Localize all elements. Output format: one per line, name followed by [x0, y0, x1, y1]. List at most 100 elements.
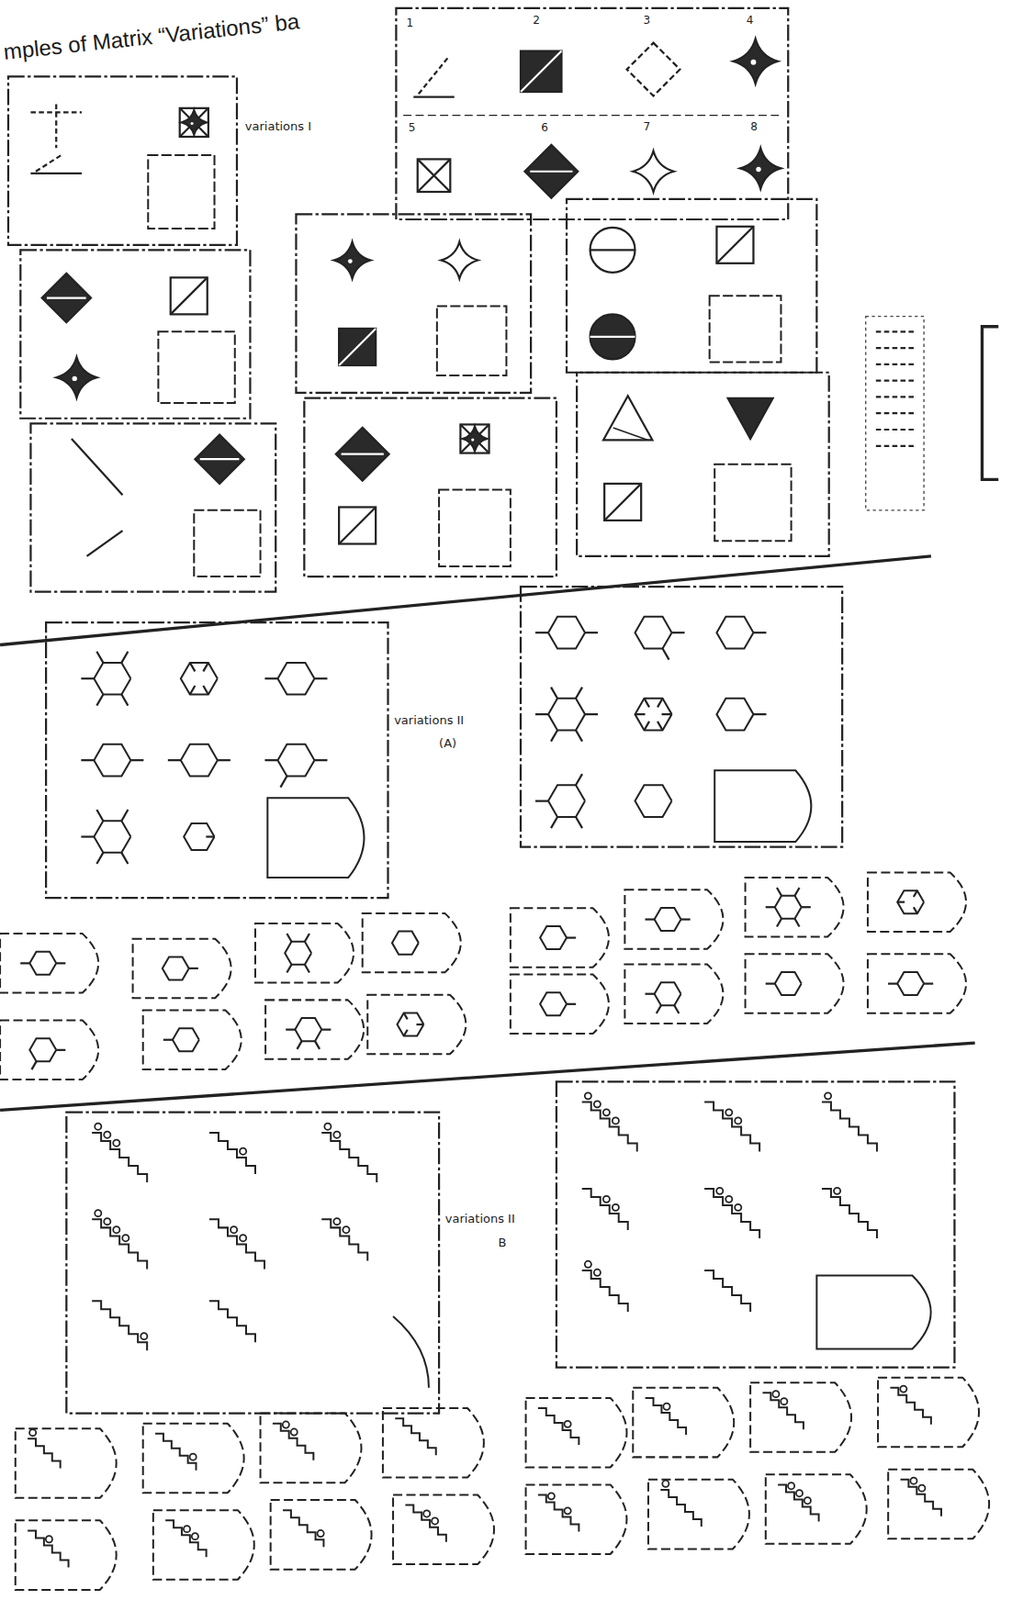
chain-ring [29, 1429, 36, 1437]
stroke-line [304, 933, 310, 943]
star-shape [740, 147, 781, 189]
stroke-line [657, 721, 664, 731]
chain-figure [272, 1424, 314, 1462]
stroke-line [644, 698, 651, 709]
star-shape [632, 151, 674, 192]
chain-figure [209, 1301, 256, 1343]
hexagon-shape [93, 820, 131, 854]
answer-box [714, 464, 791, 541]
puzzle-panel [576, 372, 830, 557]
stroke-line [645, 918, 655, 921]
stroke-line [801, 906, 811, 909]
chain-ring [833, 1188, 841, 1195]
stroke-line [888, 982, 898, 985]
puzzle-panel [556, 1081, 956, 1368]
shape-speck [755, 167, 761, 172]
chain-ring [725, 1109, 732, 1116]
stroke-line [71, 438, 124, 495]
puzzle-panel [30, 423, 276, 592]
stroke-line [566, 936, 576, 939]
stroke-line [535, 713, 549, 716]
puzzle-panel [45, 622, 388, 899]
stroke-line [404, 1030, 408, 1037]
stroke-line [575, 817, 583, 829]
chain-ring [333, 1132, 340, 1139]
hexagon-shape [716, 617, 754, 650]
chain-ring [918, 1485, 925, 1493]
set-marker: B [498, 1236, 507, 1250]
stroke-line [413, 95, 454, 98]
stroke-line [765, 982, 776, 985]
puzzle-panel [8, 76, 237, 245]
chain-figure [704, 1102, 760, 1153]
chain-ring [716, 1188, 723, 1195]
chain-ring [140, 1333, 147, 1340]
chain-figure [538, 1408, 579, 1446]
hexagon-shape [775, 972, 802, 996]
chain-figure [27, 1530, 68, 1568]
chain-ring [772, 1391, 779, 1398]
answer-box [438, 490, 511, 567]
option-frame [382, 1408, 484, 1479]
square-shape [338, 506, 376, 544]
triangle-shape [728, 398, 774, 439]
stroke-line [96, 695, 103, 707]
stroke-line [121, 853, 128, 865]
chain-ring [584, 1261, 592, 1269]
hexagon-shape [93, 744, 131, 777]
stroke-line [202, 685, 209, 696]
answer-box [437, 305, 507, 376]
stroke-line [876, 395, 914, 398]
chain-ring [824, 1092, 832, 1100]
square-shape [460, 424, 489, 453]
diamond-shape [336, 427, 390, 482]
stroke-line [876, 380, 914, 383]
hexagon-shape [897, 890, 924, 914]
stroke-line [635, 713, 646, 716]
chain-figure [155, 1434, 196, 1472]
square-diagonal [460, 424, 489, 453]
chain-ring [804, 1497, 811, 1505]
stroke-line [876, 363, 914, 366]
answer-box [709, 295, 782, 362]
option-frame [648, 1480, 750, 1551]
panel-divider [403, 114, 781, 116]
hexagon-shape [172, 1028, 200, 1052]
bracket [981, 326, 999, 481]
chain-ring [190, 1454, 197, 1462]
hexagon-shape [654, 908, 682, 932]
chain-ring [603, 1196, 610, 1203]
circle-shape [590, 314, 636, 360]
chain-figure [209, 1219, 265, 1270]
star-shape [440, 241, 478, 279]
stroke-line [913, 907, 918, 914]
chain-figure [321, 1133, 377, 1183]
stroke-line [794, 888, 799, 897]
diamond-split [529, 170, 573, 173]
option-frame [367, 995, 466, 1055]
option-frame [255, 923, 354, 983]
stroke-line [876, 412, 914, 415]
stroke-line [20, 962, 30, 965]
chain-figure [91, 1301, 147, 1351]
stroke-line [535, 631, 549, 634]
option-number: 3 [642, 14, 651, 27]
square-shape [179, 108, 209, 137]
option-frame [510, 908, 609, 967]
stroke-line [30, 172, 82, 175]
stroke-line [584, 713, 598, 716]
stroke-line [753, 713, 766, 716]
option-frame [0, 1021, 99, 1080]
chain-ring [239, 1148, 247, 1156]
stroke-line [87, 530, 124, 557]
stroke-line [205, 835, 214, 838]
variation-caption: variations I [245, 120, 312, 134]
stroke-line [575, 730, 583, 742]
hexagon-shape [548, 785, 585, 818]
square-shape [716, 226, 754, 264]
chain-ring [787, 1483, 795, 1490]
chain-ring [122, 1235, 129, 1242]
chain-figure [889, 1388, 931, 1426]
stroke-line [644, 721, 651, 731]
option-number: 6 [540, 122, 549, 135]
